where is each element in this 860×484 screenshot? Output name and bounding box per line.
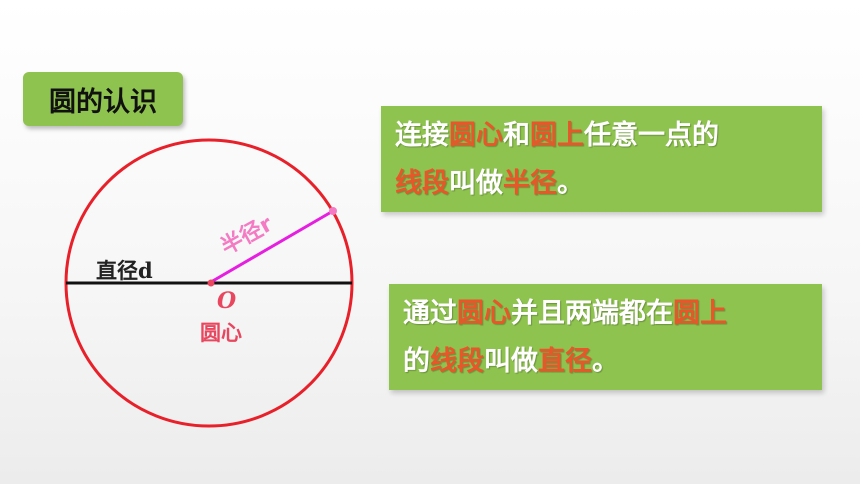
center-letter: O — [217, 288, 236, 314]
diameter-definition-text: 通过圆心并且两端都在圆上的线段叫做直径。 — [403, 298, 727, 377]
center-label: 圆心 — [200, 321, 242, 345]
diameter-label: 直径d — [96, 258, 153, 283]
title-badge: 圆的认识 — [23, 72, 183, 126]
title-text: 圆的认识 — [49, 86, 157, 118]
radius-label: 半径r — [216, 211, 277, 260]
radius-definition-box: 连接圆心和圆上任意一点的线段叫做半径。 — [381, 106, 822, 212]
radius-endpoint — [329, 207, 337, 215]
center-point — [207, 279, 215, 287]
diameter-definition-box: 通过圆心并且两端都在圆上的线段叫做直径。 — [389, 284, 822, 390]
radius-definition-text: 连接圆心和圆上任意一点的线段叫做半径。 — [395, 120, 719, 199]
radius-line — [210, 209, 334, 284]
